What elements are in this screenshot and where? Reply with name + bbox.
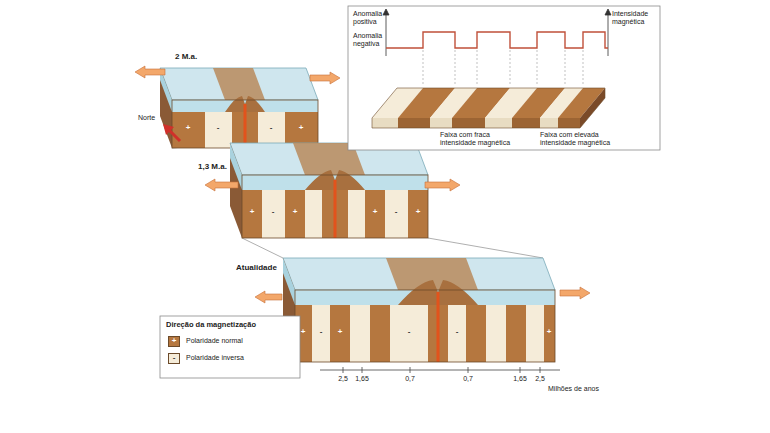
axis-title: Milhões de anos xyxy=(548,385,599,393)
graph-label: Anomalia positiva xyxy=(353,10,384,26)
graph-label: Intensidade magnética xyxy=(612,10,656,26)
stage-label: Atualidade xyxy=(236,263,277,272)
legend-text: Polaridade normal xyxy=(186,337,243,345)
stage-label: 1,3 M.a. xyxy=(198,162,227,171)
legend-sign: + xyxy=(172,337,177,345)
polarity-sign: + xyxy=(301,328,306,336)
block-present xyxy=(283,258,555,362)
inset xyxy=(348,6,660,150)
axis-label: 0,7 xyxy=(405,375,415,382)
legend-sign: - xyxy=(173,354,176,362)
axis-label: 0,7 xyxy=(463,375,473,382)
polarity-sign: - xyxy=(456,328,459,336)
polarity-sign: - xyxy=(270,124,273,132)
north-arrow xyxy=(163,124,180,141)
legend-title: Direção da magnetização xyxy=(166,321,256,330)
polarity-sign: + xyxy=(299,124,304,132)
legend-box xyxy=(160,316,300,378)
stage-label: 2 M.a. xyxy=(175,52,197,61)
axis-label: 1,65 xyxy=(513,375,527,382)
polarity-sign: + xyxy=(186,124,191,132)
graph-label: Anomalia negativa xyxy=(353,32,384,48)
polarity-sign: - xyxy=(408,328,411,336)
block-1-3ma xyxy=(230,143,428,238)
axis-label: 2,5 xyxy=(535,375,545,382)
axis-label: 2,5 xyxy=(338,375,348,382)
axis-label: 1,65 xyxy=(355,375,369,382)
polarity-sign: - xyxy=(272,208,275,216)
band-label: Faixa com fraca intensidade magnética xyxy=(440,131,526,147)
zoom-lines xyxy=(172,143,543,258)
polarity-sign: + xyxy=(373,208,378,216)
time-axis xyxy=(320,367,560,373)
polarity-sign: + xyxy=(293,208,298,216)
polarity-sign: - xyxy=(395,208,398,216)
polarity-sign: + xyxy=(338,328,343,336)
polarity-sign: - xyxy=(320,328,323,336)
direction-label: Norte xyxy=(138,114,155,122)
legend-text: Polaridade inversa xyxy=(186,354,244,362)
polarity-sign: + xyxy=(547,328,552,336)
band-label: Faixa com elevada intensidade magnética xyxy=(540,131,626,147)
polarity-sign: + xyxy=(416,208,421,216)
polarity-sign: + xyxy=(250,208,255,216)
polarity-sign: - xyxy=(217,124,220,132)
block-2ma xyxy=(160,68,318,148)
